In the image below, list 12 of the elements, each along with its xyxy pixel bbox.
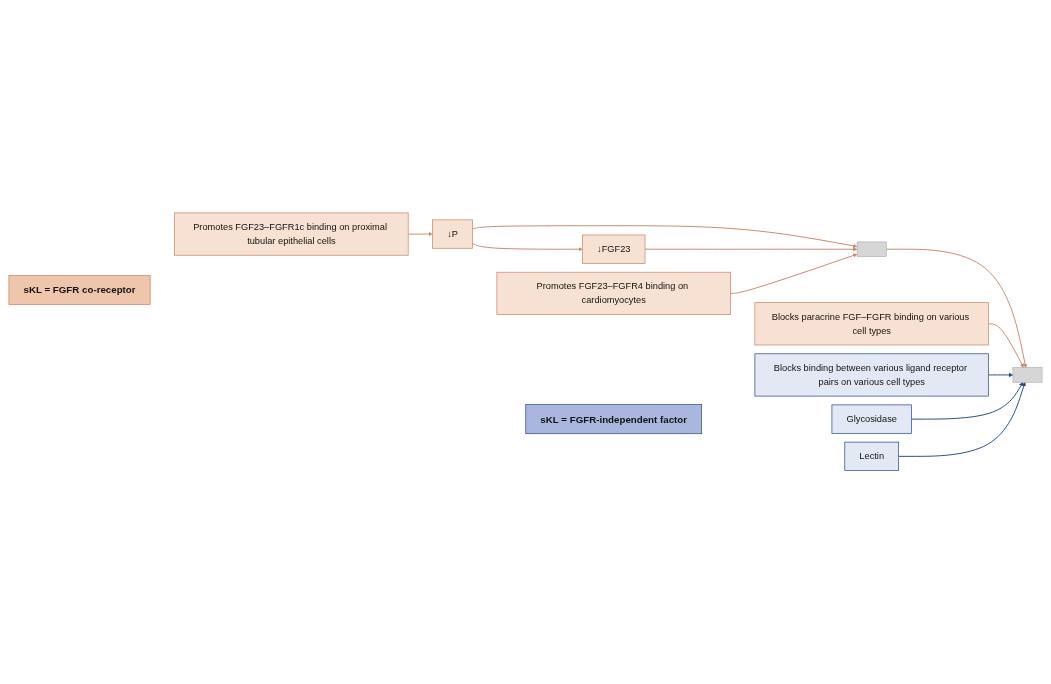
node-box [856, 241, 887, 257]
node-box: sKL = FGFR-independent factor [525, 404, 703, 435]
node-box: ↓P [432, 219, 473, 249]
node-box [1012, 367, 1043, 383]
node-box: Promotes FGF23–FGFR1c binding on proximal tubular epithelial cells [174, 212, 409, 256]
node-box: ↓FGF23 [582, 234, 646, 265]
node-box: Glycosidase [831, 404, 912, 434]
node-box: Blocks paracrine FGF–FGFR binding on various cell types [754, 302, 989, 346]
node-box: Blocks binding between various ligand receptor pairs on various cell types [754, 353, 989, 397]
node-box: Lectin [844, 442, 900, 472]
node-box: Promotes FGF23–FGFR4 binding on cardiomyocytes [496, 272, 731, 316]
node-box: sKL = FGFR co-receptor [8, 275, 151, 306]
